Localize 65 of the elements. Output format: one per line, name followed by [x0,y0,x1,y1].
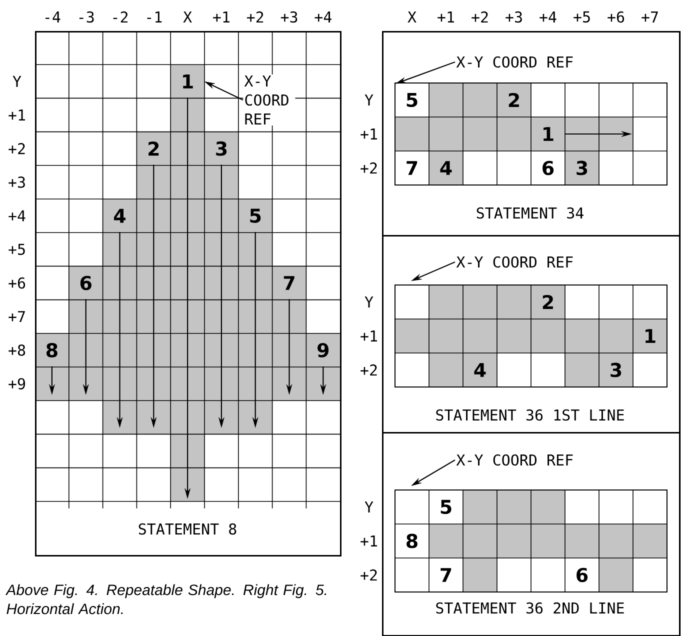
axis-label: X [183,12,192,22]
cell-number: 4 [474,363,486,377]
cell-number: 9 [318,343,329,358]
cell-number: 4 [114,208,126,223]
row-label: +2 [360,364,377,376]
row-label: +2 [360,569,377,581]
cell-number: 6 [542,160,554,176]
row-label: +4 [8,210,26,222]
axis-label: +7 [642,12,658,22]
row-label: +6 [8,277,26,289]
axis-label: -2 [113,11,128,23]
cell-number: 5 [250,208,261,223]
cell-number: 1 [183,74,193,88]
cell-number: 2 [148,142,159,156]
axis-label: +1 [213,12,230,22]
row-label: +2 [360,162,377,174]
cell-number: 3 [576,160,588,176]
row-label: +1 [360,128,378,140]
row-label: +3 [8,176,25,188]
axis-label: +6 [608,11,624,23]
row-label: +2 [8,143,25,154]
cell-number: 7 [284,276,294,290]
row-label: +7 [8,311,25,322]
caption: Above Fig. 4. Repeatable Shape. Right Fig. 5. Horizontal Action. [5,584,326,614]
row-label: +1 [360,330,378,342]
row-label: +8 [8,344,26,356]
axis-label: X [408,12,416,22]
cell-number: 3 [216,141,227,156]
axis-label: -4 [46,12,60,22]
cell-number: 7 [406,161,418,175]
cell-number: 6 [80,276,92,290]
cell-number: 6 [576,568,588,582]
cell-number: 5 [440,500,452,514]
axis-label: +4 [540,12,556,22]
axis-label: +3 [280,11,298,23]
cell-number: 7 [440,568,452,582]
axis-label: +2 [246,11,264,23]
cell-number: 8 [406,534,418,548]
axis-label: +5 [574,11,590,23]
row-label: +9 [8,378,26,390]
callout-text: X-Y COORD REF [456,56,573,68]
callout-text: X-Y COORD REF [456,454,573,466]
row-label: +5 [8,244,25,255]
row-label: Y [364,296,374,308]
row-label: Y [364,94,374,106]
cell-number: 4 [440,161,452,175]
cell-number: 2 [542,294,553,310]
cell-number: 3 [610,362,622,378]
row-label: +1 [360,536,378,546]
axis-label: +4 [314,12,332,22]
cell-number: 1 [646,329,656,343]
cell-number: 2 [508,92,519,108]
callout-text: X-Y COORD REF [456,256,573,268]
callout-text: X-Y COORD REF [243,74,296,126]
axis-label: +2 [472,11,488,23]
axis-label: +1 [438,12,454,22]
axis-label: -1 [147,12,162,22]
cell-number: 1 [544,127,554,141]
axis-label: +3 [506,11,522,23]
cell-number: 5 [406,92,418,108]
row-label: +1 [8,110,26,120]
row-label: Y [12,76,22,87]
row-label: Y [364,502,374,512]
cell-number: 8 [46,343,58,358]
axis-label: -3 [79,11,94,23]
